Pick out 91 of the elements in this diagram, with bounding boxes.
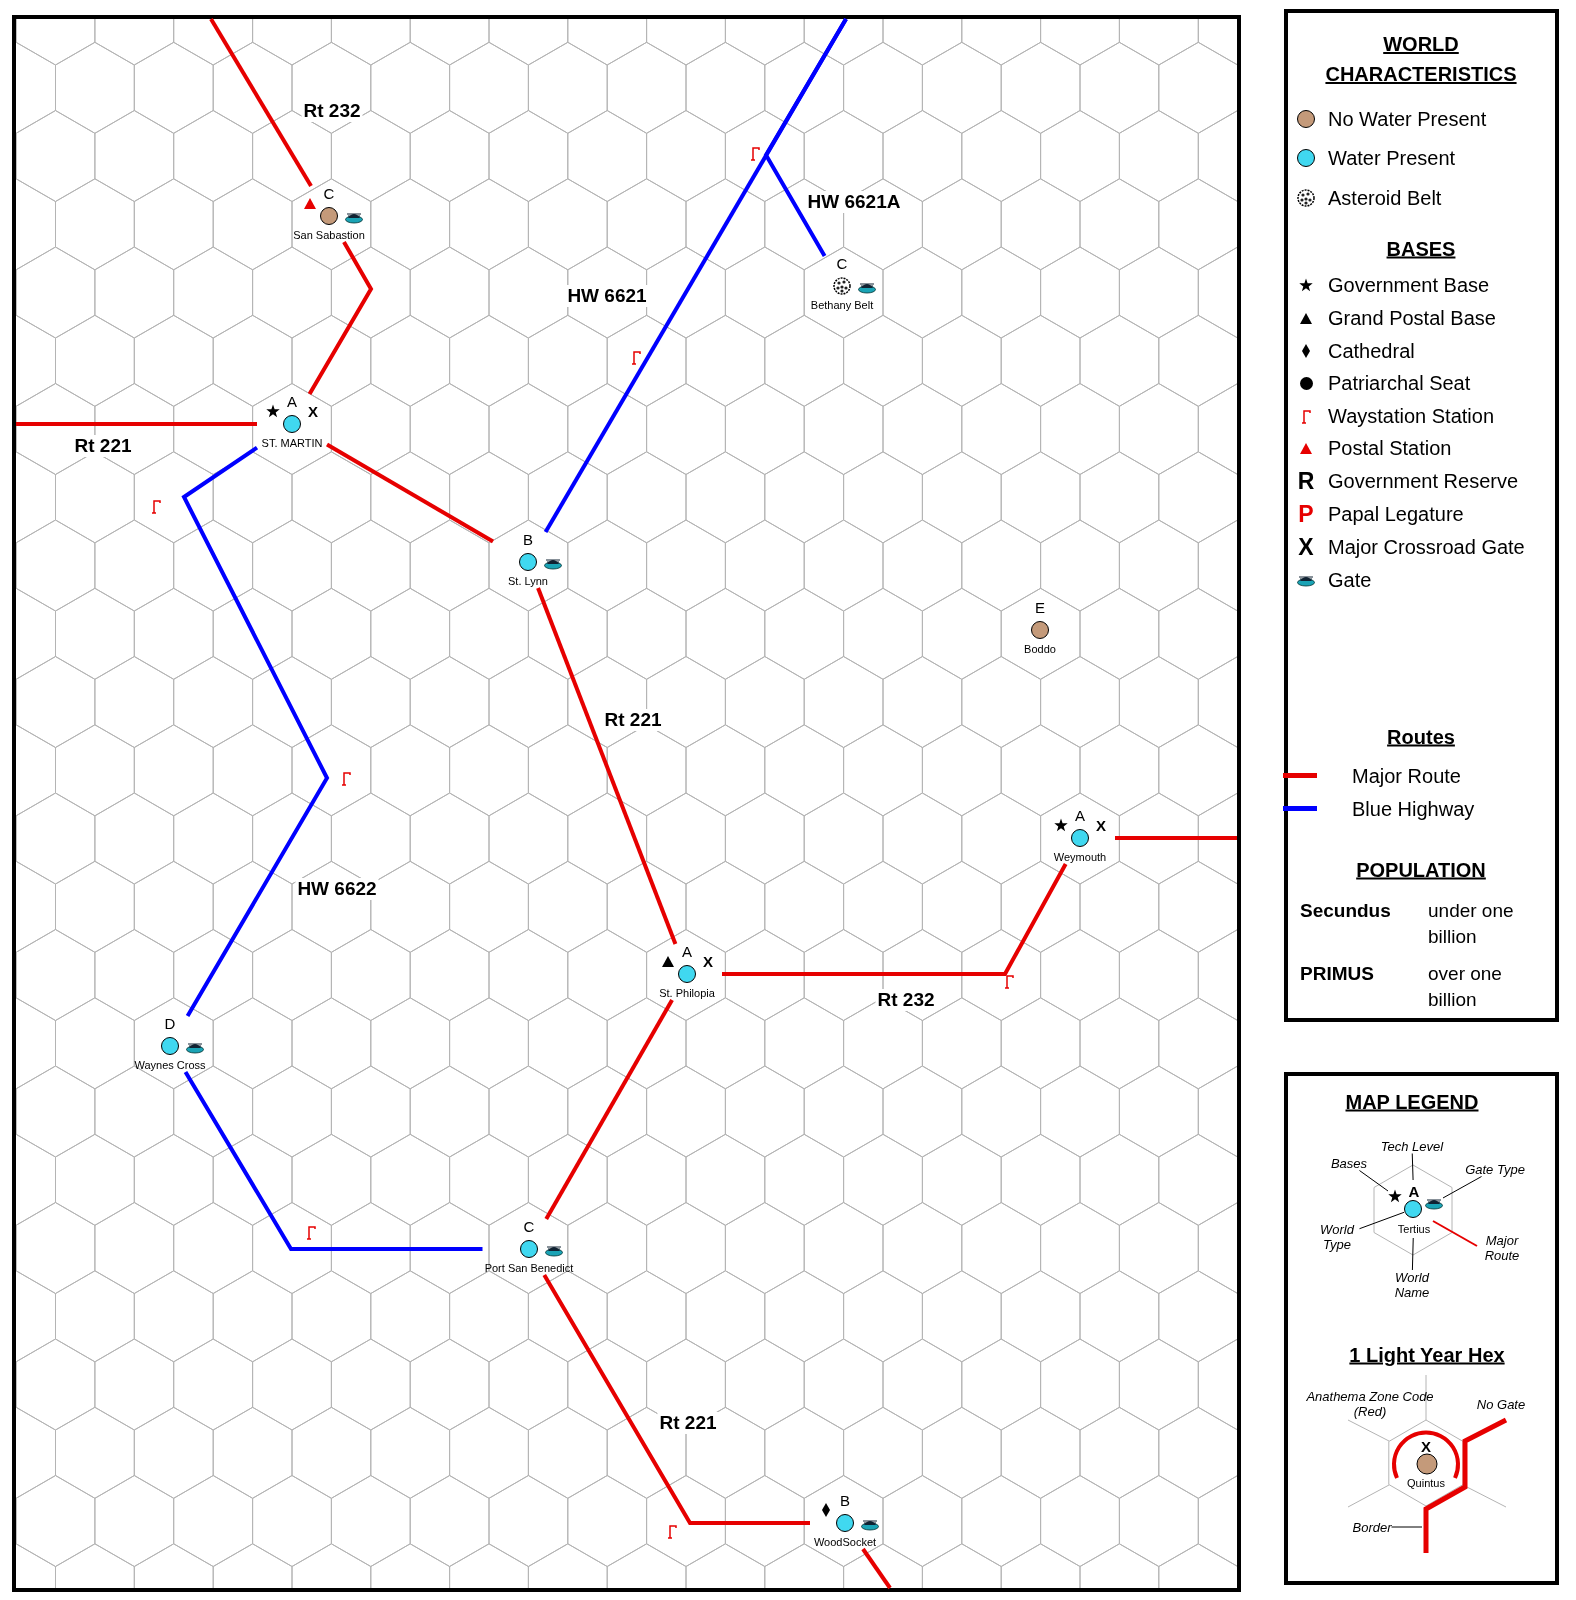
route-line	[16, 422, 257, 426]
tech-level-letter: A	[287, 394, 297, 410]
route-line	[861, 1547, 892, 1590]
route-label: HW 6622	[295, 878, 379, 900]
callout-text: Bases	[1330, 1155, 1368, 1171]
legend-text: Waystation Station	[1328, 404, 1494, 428]
route-line	[722, 863, 1068, 976]
legend-text: Water Present	[1328, 146, 1456, 170]
callout-text: No Gate	[1476, 1396, 1526, 1412]
legend-heading: Routes	[1387, 725, 1455, 749]
world-name: Weymouth	[1053, 851, 1107, 863]
legend-letter: R	[1297, 467, 1315, 495]
callout-text: Border	[1352, 1519, 1392, 1535]
gate-icon	[1425, 1197, 1443, 1209]
callout-text: Gate Type	[1465, 1161, 1525, 1177]
route-label: Rt 221	[72, 435, 134, 457]
crossroad-gate-letter: X	[703, 954, 713, 970]
legend-heading: POPULATION	[1356, 858, 1486, 882]
route-line	[209, 17, 313, 188]
route-line	[536, 587, 678, 945]
tech-level-letter: A	[682, 944, 692, 960]
legend-text: Postal Station	[1328, 436, 1452, 460]
legend-letter: X	[1298, 533, 1314, 561]
legend-text: Gate	[1328, 568, 1372, 592]
route-line	[544, 999, 674, 1220]
callout-text: Major Route	[1483, 1233, 1521, 1263]
route-label: Rt 232	[875, 989, 937, 1011]
tech-level-letter: D	[164, 1016, 176, 1032]
legend-letter: P	[1298, 500, 1314, 528]
route-line	[763, 18, 848, 257]
route-label: HW 6621A	[805, 191, 903, 213]
route-line	[542, 1274, 810, 1525]
tech-level-letter: C	[836, 256, 848, 272]
legend-text: Major Crossroad Gate	[1328, 535, 1525, 559]
legend-text: Major Route	[1352, 764, 1461, 788]
crossroad-gate-letter: X	[308, 404, 318, 420]
world-name: St. Lynn	[508, 575, 548, 587]
tech-level-letter: B	[523, 532, 533, 548]
callout-text: Anathema Zone Code (Red)	[1305, 1389, 1435, 1419]
legend-text: Government Base	[1328, 273, 1490, 297]
legend-heading: WORLD CHARACTERISTICS	[1324, 32, 1518, 87]
world-name: Waynes Cross	[134, 1059, 206, 1071]
world-name: ST. MARTIN	[261, 437, 323, 449]
legend-heading: BASES	[1386, 237, 1456, 261]
world-name: Tertius	[1397, 1223, 1431, 1235]
leader-line	[1391, 1526, 1423, 1528]
tech-level-letter: A	[1408, 1184, 1420, 1200]
crossroad-gate-letter: X	[1421, 1437, 1431, 1455]
tech-level-letter: E	[1035, 600, 1045, 616]
legend-text: Government Reserve	[1328, 469, 1519, 493]
route-line	[326, 442, 494, 544]
callout-text: World Type	[1314, 1222, 1360, 1252]
leader-line	[1411, 1237, 1414, 1271]
legend-text: Papal Legature	[1328, 502, 1464, 526]
planet-icon	[1404, 1200, 1422, 1218]
leader-line	[1358, 1170, 1389, 1192]
route-label: Rt 221	[602, 709, 664, 731]
world-name: Port San Benedict	[484, 1262, 574, 1274]
legend-text: Blue Highway	[1352, 797, 1475, 821]
legend-heading: MAP LEGEND	[1345, 1090, 1479, 1114]
crossroad-gate-letter: X	[1096, 818, 1106, 834]
route-label: HW 6621	[565, 285, 649, 307]
legend-text: No Water Present	[1328, 107, 1487, 131]
world-name: Bethany Belt	[810, 299, 874, 311]
legend-heading: 1 Light Year Hex	[1349, 1343, 1505, 1367]
tech-level-letter: B	[840, 1493, 850, 1509]
population-class: Secundus	[1300, 900, 1391, 922]
legend-text: Asteroid Belt	[1328, 186, 1442, 210]
callout-text: World Name	[1389, 1270, 1435, 1300]
route-label: Rt 221	[657, 1412, 719, 1434]
legend-text: Patriarchal Seat	[1328, 371, 1471, 395]
world-name: St. Philopia	[659, 987, 715, 999]
world-name: WoodSocket	[813, 1536, 877, 1548]
world-name: San Sabastion	[293, 229, 365, 241]
leader-line	[1442, 1176, 1483, 1199]
world-name: Quintus	[1407, 1477, 1445, 1489]
world-name: Boddo	[1024, 643, 1056, 655]
tech-level-letter: A	[1075, 808, 1085, 824]
star-icon	[1388, 1189, 1402, 1203]
population-class: PRIMUS	[1300, 963, 1374, 985]
legend-text: Grand Postal Base	[1328, 306, 1496, 330]
route-line	[183, 1070, 483, 1251]
callout-text: Tech Level	[1380, 1138, 1444, 1154]
population-text: under one billion	[1428, 899, 1515, 949]
population-text: over one billion	[1428, 962, 1503, 1012]
tech-level-letter: C	[323, 186, 335, 202]
leader-line	[1411, 1153, 1414, 1181]
legend-text: Cathedral	[1328, 339, 1415, 363]
route-line	[1115, 836, 1237, 840]
tech-level-letter: C	[523, 1219, 535, 1235]
leader-line	[1359, 1211, 1405, 1230]
